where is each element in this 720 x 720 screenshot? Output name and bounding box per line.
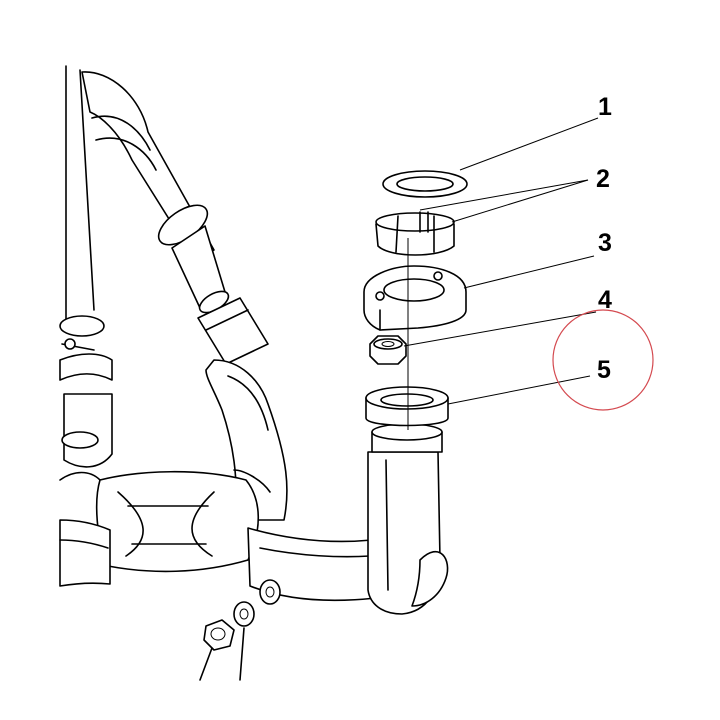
- loose-hardware: [199, 579, 281, 681]
- leader-4: [403, 311, 597, 347]
- part-3-exhaust-flange: [363, 265, 467, 331]
- callout-4: 4: [598, 286, 612, 314]
- leader-lines: [403, 117, 599, 405]
- exhaust-pipe-assembly: [59, 65, 377, 602]
- part-2-split-collets: [375, 211, 455, 256]
- callout-2: 2: [596, 165, 610, 193]
- callout-1: 1: [598, 93, 612, 121]
- leader-5: [447, 375, 591, 405]
- leader-1: [459, 117, 599, 171]
- part-1-gasket-ring: [382, 170, 468, 198]
- callout-labels: 1 2 3 4 5: [596, 93, 612, 384]
- highlight-circle: [552, 309, 654, 411]
- callout-3: 3: [598, 229, 612, 257]
- leader-2b: [451, 179, 589, 223]
- part-4-flange-nut: [369, 335, 407, 365]
- part-5-sealing-ring: [365, 386, 449, 427]
- vertical-exhaust-pipe: [367, 423, 449, 615]
- leader-2a: [419, 179, 589, 211]
- leader-3: [463, 255, 595, 289]
- callout-5: 5: [597, 356, 611, 384]
